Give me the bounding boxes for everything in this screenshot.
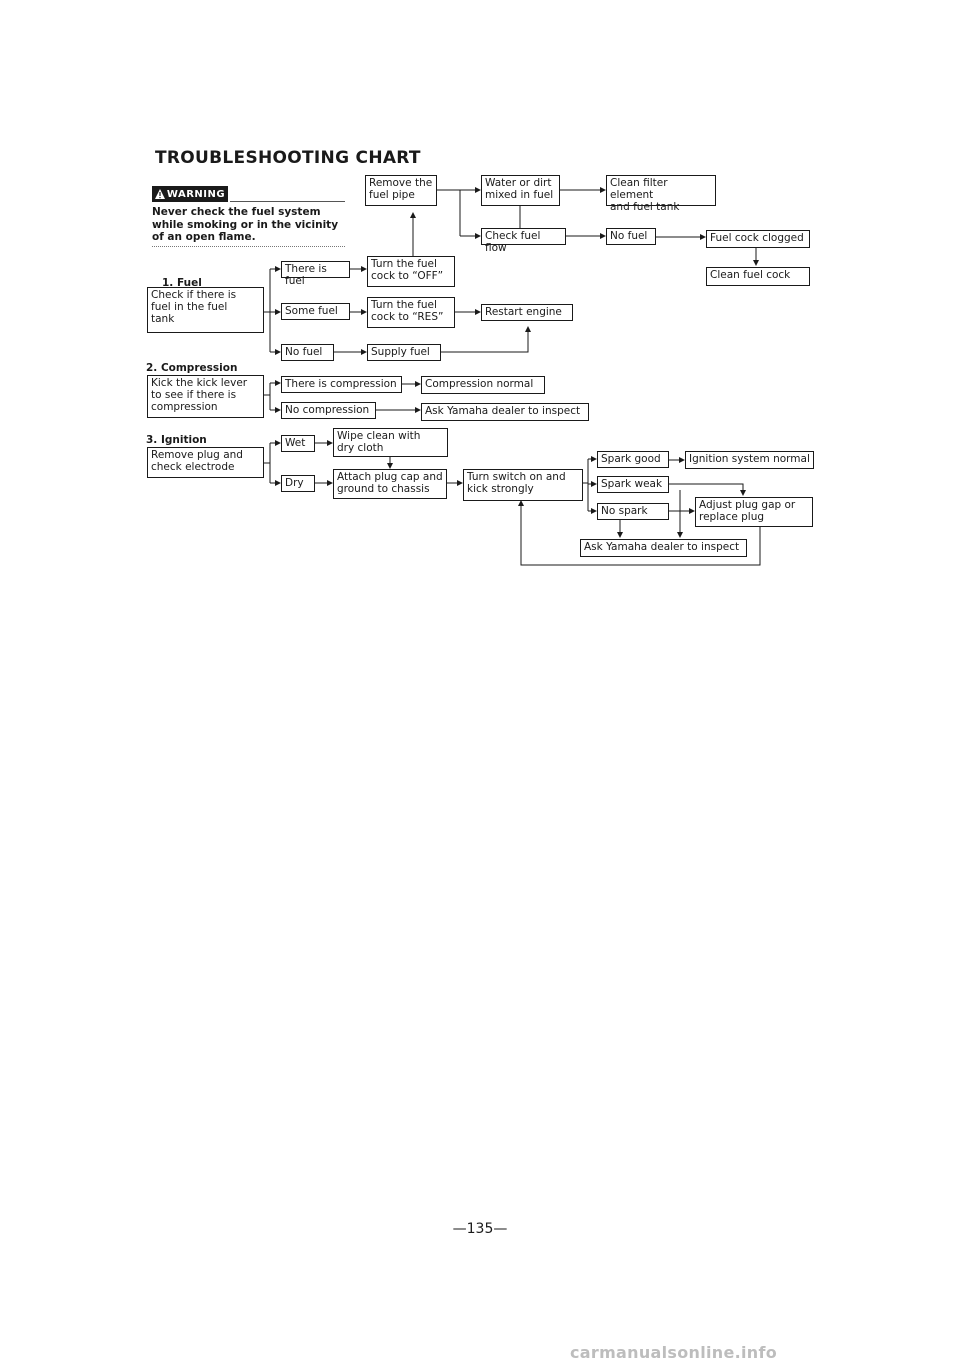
no-compression-box: No compression — [281, 402, 376, 419]
there-is-fuel-box: There is fuel — [281, 261, 350, 287]
attach-plug-box: Attach plug cap and ground to chassis — [333, 469, 447, 499]
wipe-clean-box: Wipe clean with dry cloth — [333, 428, 448, 457]
warning-triangle-icon — [154, 189, 165, 199]
spark-good-box: Spark good — [597, 451, 669, 468]
check-fuel-box: Check if there is fuel in the fuel tank — [147, 287, 264, 333]
page-number: —135— — [452, 1221, 508, 1237]
warning-bottom-rule — [152, 246, 345, 247]
dry-box: Dry — [281, 475, 315, 492]
page-title: TROUBLESHOOTING CHART — [155, 148, 421, 168]
section-fuel: 1. Fuel — [162, 277, 202, 289]
spark-weak-box: Spark weak — [597, 476, 669, 493]
there-is-compression-box: There is compression — [281, 376, 402, 393]
warning-label: WARNING — [166, 188, 226, 200]
turn-fuel-res-box: Turn the fuel cock to “RES” — [367, 297, 455, 328]
turn-switch-box: Turn switch on and kick strongly — [463, 469, 583, 501]
remove-plug-box: Remove plug and check electrode — [147, 447, 264, 478]
fuel-cock-clogged-box: Fuel cock clogged — [706, 230, 810, 248]
compression-normal-box: Compression normal — [421, 376, 545, 394]
warning-text: Never check the fuel system while smokin… — [152, 206, 339, 243]
wet-box: Wet — [281, 435, 315, 452]
no-fuel-box: No fuel — [281, 344, 334, 361]
ask-dealer-ignition-box: Ask Yamaha dealer to inspect — [580, 539, 747, 557]
water-dirt-box: Water or dirt mixed in fuel — [481, 175, 560, 206]
section-ignition: 3. Ignition — [146, 434, 207, 446]
warning-divider — [230, 201, 345, 202]
check-fuel-flow-box: Check fuel flow — [481, 228, 566, 254]
no-spark-box: No spark — [597, 503, 669, 520]
adjust-plug-box: Adjust plug gap or replace plug — [695, 497, 813, 527]
clean-fuel-cock-box: Clean fuel cock — [706, 267, 810, 286]
warning-badge: WARNING — [152, 186, 228, 202]
some-fuel-box: Some fuel — [281, 303, 350, 320]
ask-dealer-compression-box: Ask Yamaha dealer to inspect — [421, 403, 589, 421]
watermark: carmanualsonline.info — [570, 1343, 778, 1362]
section-compression: 2. Compression — [146, 362, 238, 374]
ignition-normal-box: Ignition system normal — [685, 451, 814, 469]
kick-lever-box: Kick the kick lever to see if there is c… — [147, 375, 264, 418]
restart-engine-box: Restart engine — [481, 304, 573, 321]
remove-fuel-pipe-box: Remove the fuel pipe — [365, 175, 437, 206]
clean-filter-box: Clean filter element and fuel tank — [606, 175, 716, 213]
no-fuel-flow-box: No fuel — [606, 228, 656, 245]
turn-fuel-off-box: Turn the fuel cock to “OFF” — [367, 256, 455, 287]
supply-fuel-box: Supply fuel — [367, 344, 441, 361]
